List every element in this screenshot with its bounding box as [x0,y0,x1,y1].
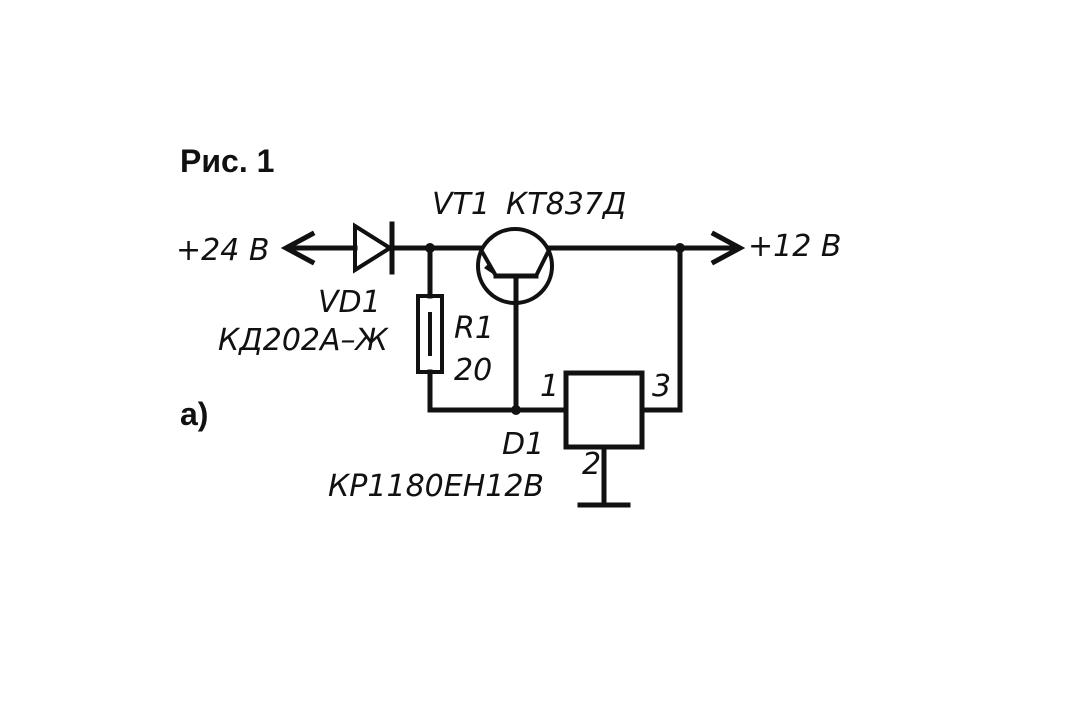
output-arrow-icon [710,230,746,266]
regulator-part-label: КР1180ЕН12В [328,469,544,504]
diode-part-label: КД202А–Ж [218,323,390,358]
regulator-pin1-label: 1 [540,369,559,404]
input-terminal: +24 В [176,230,316,268]
panel-label: а) [180,396,208,432]
transistor-vt1: VT1 КТ837Д [432,187,626,413]
transistor-part-label: КТ837Д [506,187,626,222]
transistor-ref-label: VT1 [432,187,490,222]
transistor-collector-lead [534,247,552,277]
figure-title: Рис. 1 [180,143,274,179]
resistor-ref-label: R1 [454,311,494,346]
diode-triangle-icon [353,222,394,274]
input-voltage-label: +24 В [176,233,269,268]
regulator-pin3-label: 3 [652,369,671,404]
regulator-body [563,370,645,450]
regulator-d1: 1 3 2 D1 КР1180ЕН12В [328,369,671,508]
resistor-value-label: 20 [454,353,492,388]
output-voltage-label: +12 В [748,229,841,264]
diode-vd1: VD1 КД202А–Ж [218,221,395,358]
resistor-r1: R1 20 [416,245,494,413]
output-terminal: +12 В [710,229,841,266]
regulator-ref-label: D1 [502,427,544,462]
diode-ref-label: VD1 [318,285,381,320]
emitter-arrow-icon [484,262,496,276]
regulator-pin2-label: 2 [582,447,601,482]
